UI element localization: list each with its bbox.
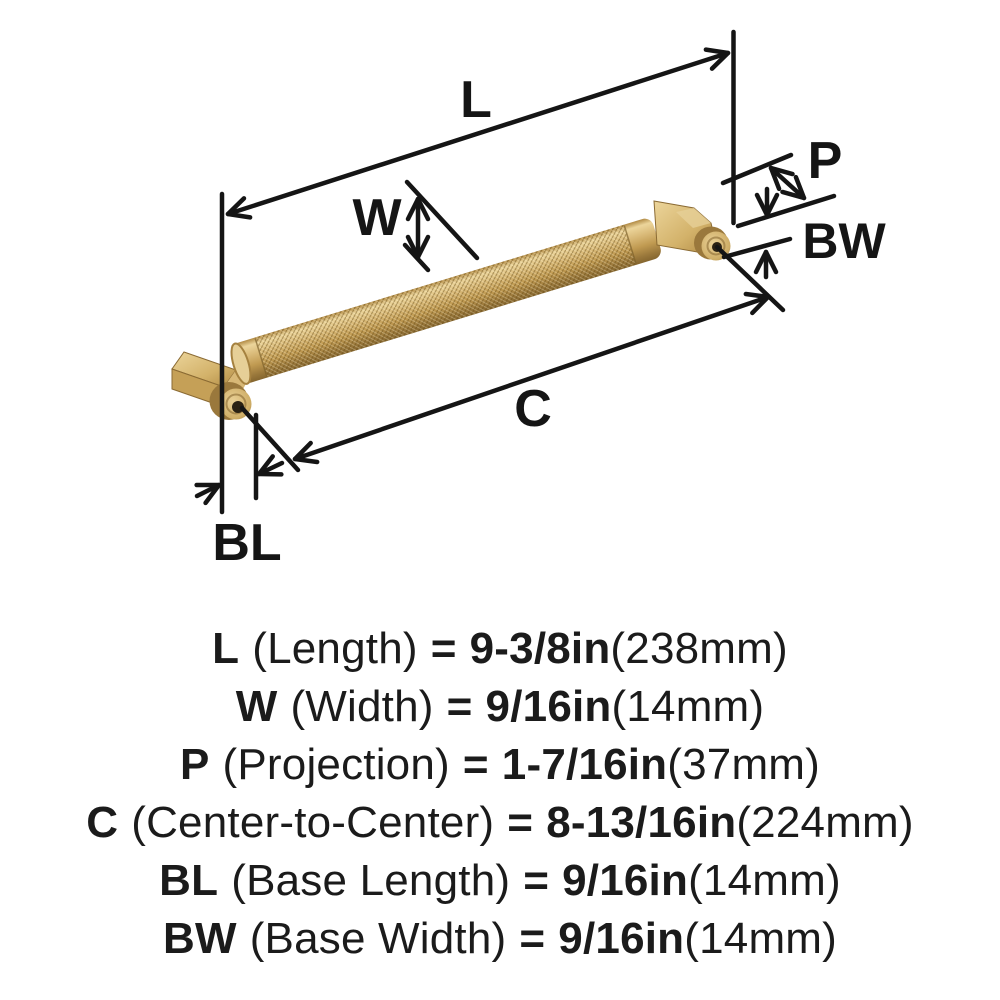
base-length-label: BL	[212, 514, 281, 572]
spec-name: (Length)	[252, 624, 418, 673]
spec-code: BL	[159, 856, 219, 905]
projection-label: P	[808, 132, 843, 190]
spec-row-projection: P(Projection)=1-7/16in(37mm)	[180, 736, 820, 794]
center-left-extension-line	[239, 405, 301, 473]
spec-value: 9/16in	[558, 914, 685, 963]
spec-name: (Base Length)	[231, 856, 511, 905]
bar-end-face	[230, 342, 252, 385]
equals-sign: =	[446, 682, 473, 731]
spec-row-width: W(Width)=9/16in(14mm)	[236, 678, 765, 736]
width-label: W	[352, 189, 402, 247]
equals-sign: =	[523, 856, 550, 905]
length-dimension-line	[225, 47, 731, 220]
spec-name: (Center-to-Center)	[131, 798, 495, 847]
base-width-extension-line-lower	[721, 236, 793, 260]
spec-metric: (224mm)	[736, 798, 914, 847]
equals-sign: =	[519, 914, 546, 963]
spec-code: BW	[162, 914, 237, 963]
knurled-grip	[254, 224, 637, 378]
base-length-left-arrow	[256, 454, 285, 477]
spec-row-base-width: BW(Base Width)=9/16in(14mm)	[163, 910, 837, 968]
length-label: L	[460, 71, 492, 129]
spec-code: L	[212, 624, 240, 673]
base-width-label: BW	[802, 213, 886, 269]
spec-value: 9/16in	[485, 682, 612, 731]
spec-metric: (37mm)	[667, 740, 821, 789]
spec-code: W	[235, 682, 278, 731]
base-length-right-arrow	[194, 482, 222, 506]
spec-metric: (14mm)	[611, 682, 765, 731]
spec-value: 1-7/16in	[501, 740, 668, 789]
dimension-arrows	[194, 47, 807, 506]
base-width-extension-line-upper	[735, 193, 837, 229]
spec-row-base-length: BL(Base Length)=9/16in(14mm)	[159, 852, 841, 910]
equals-sign: =	[507, 798, 534, 847]
equals-sign: =	[462, 740, 489, 789]
spec-row-length: L(Length)=9-3/8in(238mm)	[212, 620, 788, 678]
spec-name: (Width)	[290, 682, 434, 731]
center-label: C	[514, 380, 552, 438]
extension-lines	[219, 29, 837, 515]
dimension-spec-list: L(Length)=9-3/8in(238mm) W(Width)=9/16in…	[0, 620, 1000, 968]
equals-sign: =	[430, 624, 457, 673]
spec-code: C	[86, 798, 119, 847]
projection-dimension-arrow	[768, 165, 807, 201]
spec-metric: (238mm)	[610, 624, 788, 673]
spec-value: 9/16in	[562, 856, 689, 905]
spec-name: (Base Width)	[249, 914, 507, 963]
projection-extension-line	[720, 152, 794, 186]
spec-value: 9-3/8in	[469, 624, 611, 673]
handle-dimension-drawing: L W P BW C BL	[171, 29, 886, 572]
pull-handle	[171, 200, 731, 420]
center-dimension-line	[292, 291, 771, 465]
spec-row-center-to-center: C(Center-to-Center)=8-13/16in(224mm)	[86, 794, 914, 852]
handle-bar	[230, 218, 661, 385]
spec-metric: (14mm)	[684, 914, 838, 963]
spec-name: (Projection)	[222, 740, 450, 789]
spec-metric: (14mm)	[688, 856, 841, 905]
spec-value: 8-13/16in	[546, 798, 737, 847]
spec-code: P	[179, 740, 210, 789]
